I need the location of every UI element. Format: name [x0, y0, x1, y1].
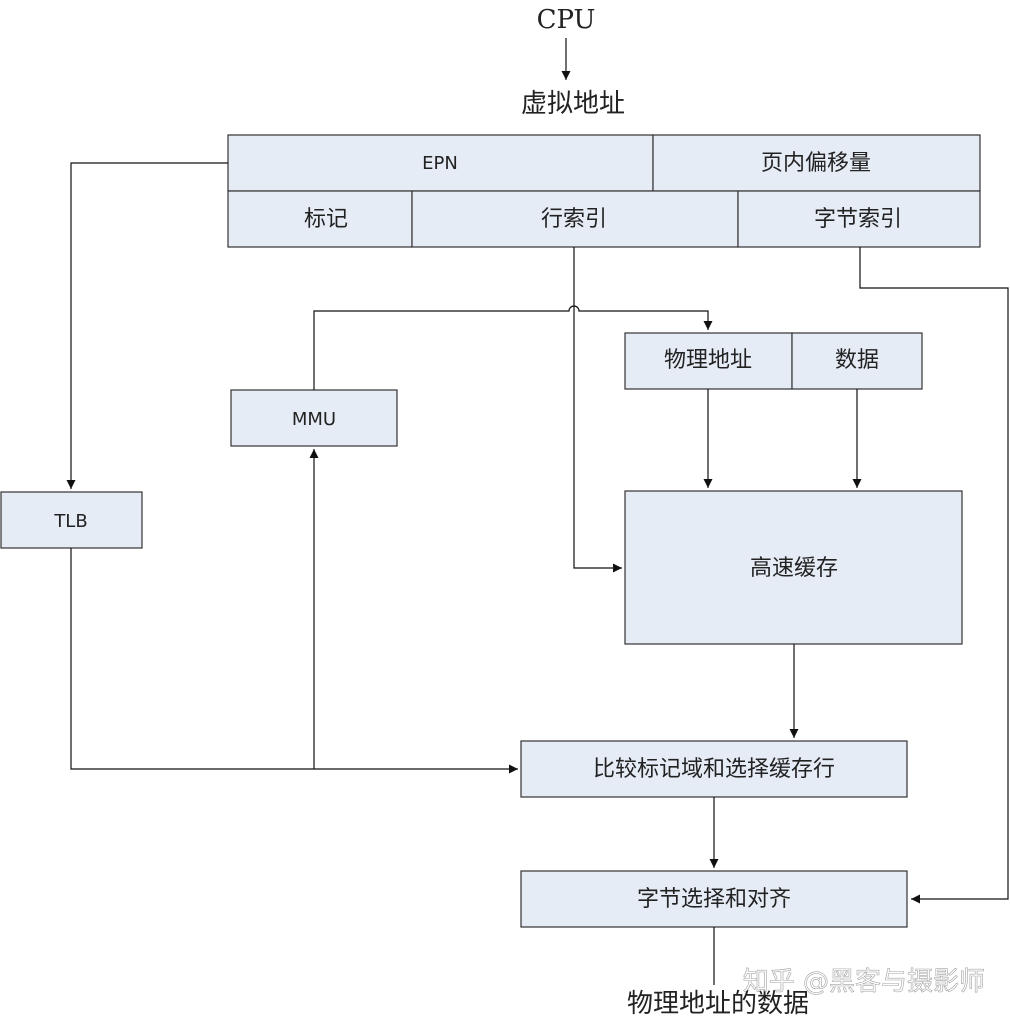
byte-select-box	[520, 870, 908, 928]
page-offset-label: 页内偏移量	[761, 151, 871, 176]
row-index-label: 行索引	[541, 207, 607, 232]
page-offset-field	[652, 134, 981, 192]
mmu-label: MMU	[292, 409, 336, 430]
byte-index-to-select-line	[859, 247, 1009, 904]
byte-select-label: 字节选择和对齐	[637, 887, 791, 912]
tag-label: 标记	[304, 207, 348, 232]
row-index-to-cache-line	[573, 247, 622, 573]
data-box	[791, 332, 923, 390]
data-label: 数据	[835, 348, 879, 373]
compare-label: 比较标记域和选择缓存行	[593, 757, 835, 782]
tlb-label: TLB	[53, 511, 87, 532]
byte-index-label: 字节索引	[814, 207, 902, 232]
output-label: 物理地址的数据	[627, 989, 809, 1019]
virtual-address-label: 虚拟地址	[521, 89, 625, 119]
cpu-label: CPU	[537, 5, 596, 35]
tag-field	[227, 190, 413, 248]
cache-label: 高速缓存	[750, 556, 838, 581]
byte-index-field	[737, 190, 981, 248]
compare-box	[520, 740, 908, 798]
tlb-box	[0, 491, 143, 549]
epn-to-tlb-line	[66, 162, 228, 489]
physical-address-label: 物理地址	[664, 348, 752, 373]
cache-box	[624, 490, 963, 645]
tlb-to-compare-line	[70, 548, 518, 774]
epn-label: EPN	[422, 153, 458, 174]
watermark-text: 知乎 @黑客与摄影师	[743, 967, 985, 997]
mmu-box	[230, 389, 398, 447]
